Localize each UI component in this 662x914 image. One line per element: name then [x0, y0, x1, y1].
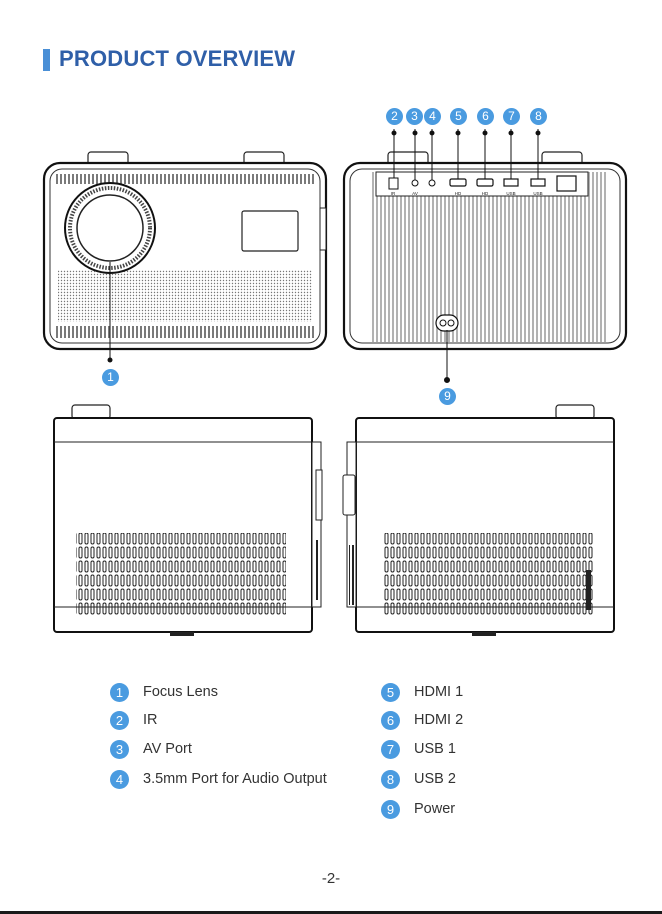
rear-view: IR AV HD HD USB USB [344, 129, 626, 383]
legend-badge: 1 [110, 683, 129, 702]
legend-label: AV Port [143, 741, 192, 757]
callout-badge-7: 7 [503, 108, 520, 125]
side-view-left [54, 405, 322, 636]
legend-badge: 3 [110, 740, 129, 759]
projector-illustrations: IR AV HD HD USB USB [0, 0, 662, 650]
av-port-label: AV [412, 191, 418, 196]
callout-badge-1: 1 [102, 369, 119, 386]
legend-label: USB 2 [414, 771, 456, 787]
legend-badge: 6 [381, 711, 400, 730]
legend-label: HDMI 1 [414, 684, 463, 700]
legend-label: HDMI 2 [414, 712, 463, 728]
callout-badge-5: 5 [450, 108, 467, 125]
legend-label: USB 1 [414, 741, 456, 757]
hdmi2-port-label: HD [482, 191, 489, 196]
callout-badge-8: 8 [530, 108, 547, 125]
callout-badge-3: 3 [406, 108, 423, 125]
legend-label: 3.5mm Port for Audio Output [143, 771, 327, 787]
callout-badge-6: 6 [477, 108, 494, 125]
usb2-port-label: USB [533, 191, 542, 196]
page-number: -2- [0, 870, 662, 887]
usb1-port-label: USB [506, 191, 515, 196]
legend-badge: 2 [110, 711, 129, 730]
legend-badge: 7 [381, 740, 400, 759]
callout-badge-9: 9 [439, 388, 456, 405]
legend-badge: 4 [110, 770, 129, 789]
legend-label: Focus Lens [143, 684, 218, 700]
front-view [44, 152, 326, 363]
legend-label: IR [143, 712, 158, 728]
legend-badge: 5 [381, 683, 400, 702]
legend-badge: 8 [381, 770, 400, 789]
callout-badge-4: 4 [424, 108, 441, 125]
callout-badge-2: 2 [386, 108, 403, 125]
side-view-right [343, 405, 614, 636]
ir-port-label: IR [391, 191, 396, 196]
legend-label: Power [414, 801, 455, 817]
legend-badge: 9 [381, 800, 400, 819]
hdmi1-port-label: HD [455, 191, 462, 196]
